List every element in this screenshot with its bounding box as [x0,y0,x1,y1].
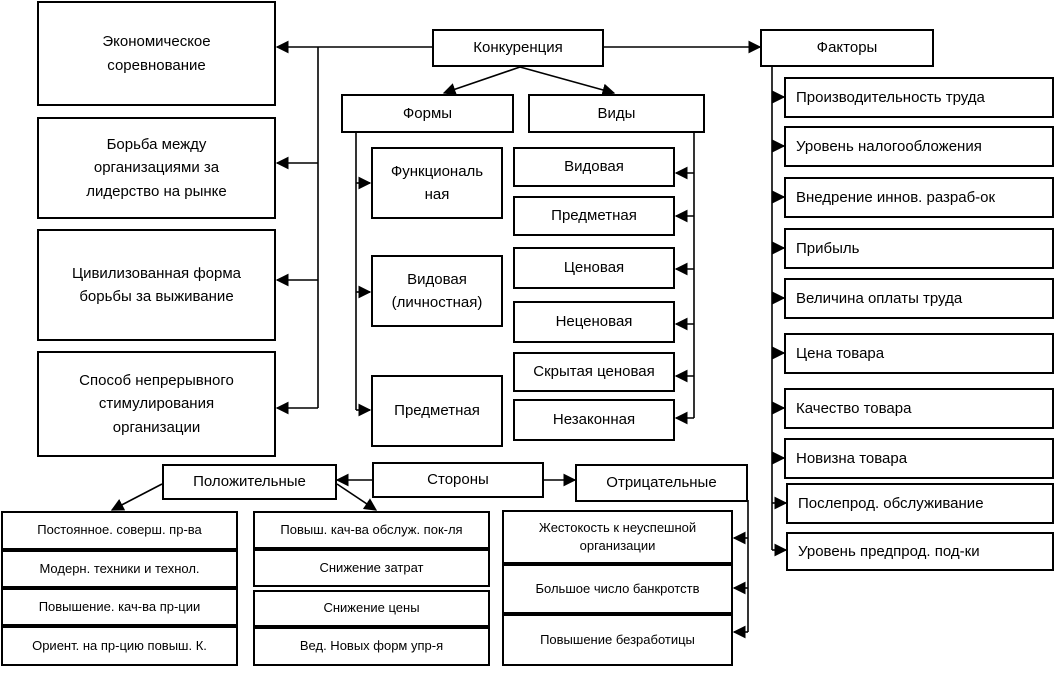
factor-item: Внедрение иннов. разраб-ок [784,177,1054,218]
kind-item: Видовая [513,147,675,187]
negative-item: Большое число банкротств [502,564,733,614]
positive-item: Ориент. на пр-цию повыш. К. [1,626,238,666]
forms-node: Формы [341,94,514,133]
definition-box: Экономическое соревнование [37,1,276,106]
negative-item: Повышение безработицы [502,614,733,666]
positive-item: Повыш. кач-ва обслуж. пок-ля [253,511,490,549]
definition-box: Способ непрерывного стимулирования орган… [37,351,276,457]
kind-item: Ценовая [513,247,675,289]
factors-node: Факторы [760,29,934,67]
factor-item: Уровень налогообложения [784,126,1054,167]
factor-item: Послепрод. обслуживание [786,483,1054,524]
competition-node: Конкуренция [432,29,604,67]
factor-item: Величина оплаты труда [784,278,1054,319]
factor-item: Уровень предпрод. под-ки [786,532,1054,571]
factor-item: Производительность труда [784,77,1054,118]
factor-item: Прибыль [784,228,1054,269]
kind-item: Скрытая ценовая [513,352,675,392]
form-item: Функциональ ная [371,147,503,219]
positive-item: Вед. Новых форм упр-я [253,627,490,666]
kind-item: Предметная [513,196,675,236]
factor-item: Новизна товара [784,438,1054,479]
factor-item: Цена товара [784,333,1054,374]
positive-node: Положительные [162,464,337,500]
form-item: Видовая (личностная) [371,255,503,327]
kinds-node: Виды [528,94,705,133]
positive-item: Постоянное. соверш. пр-ва [1,511,238,550]
kind-item: Неценовая [513,301,675,343]
definition-box: Цивилизованная форма борьбы за выживание [37,229,276,341]
positive-item: Снижение цены [253,590,490,627]
form-item: Предметная [371,375,503,447]
positive-item: Снижение затрат [253,549,490,587]
factor-item: Качество товара [784,388,1054,429]
sides-node: Стороны [372,462,544,498]
negative-node: Отрицательные [575,464,748,502]
positive-item: Модерн. техники и технол. [1,550,238,588]
positive-item: Повышение. кач-ва пр-ции [1,588,238,626]
negative-item: Жестокость к неуспешной организации [502,510,733,564]
kind-item: Незаконная [513,399,675,441]
definition-box: Борьба между организациями за лидерство … [37,117,276,219]
